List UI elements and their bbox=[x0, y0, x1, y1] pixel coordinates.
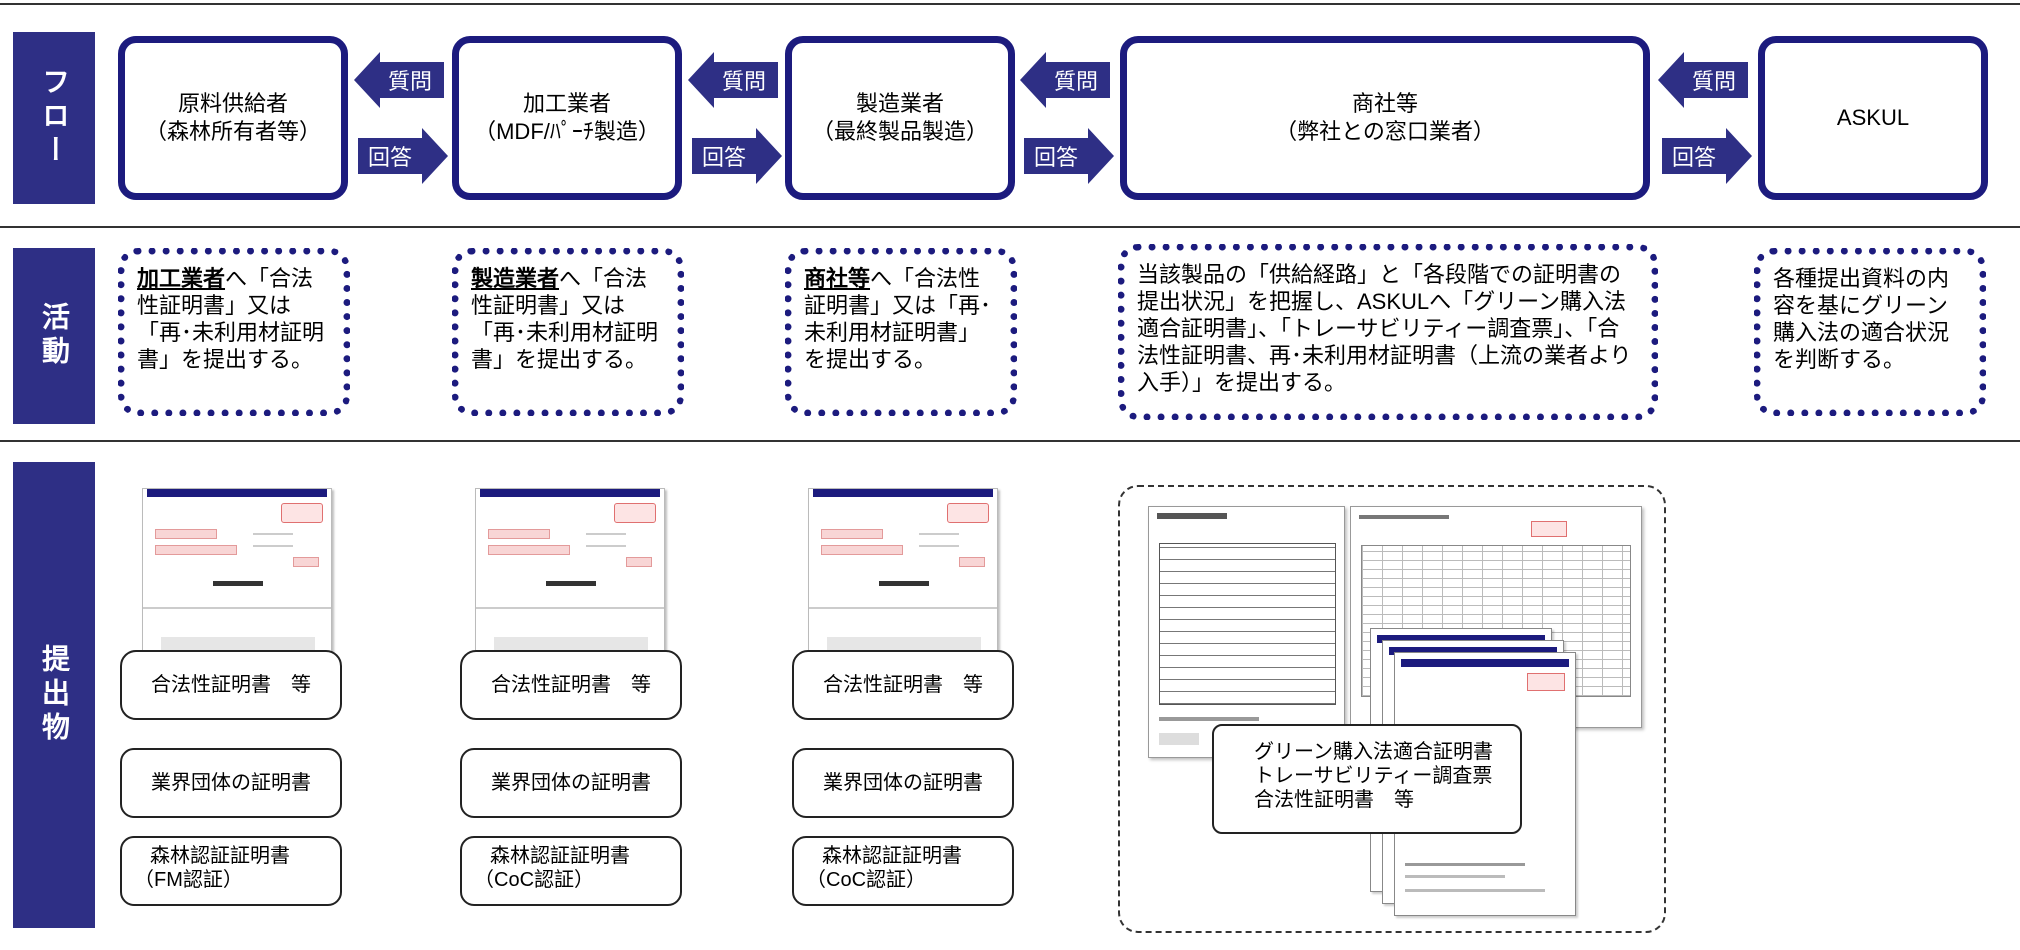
flow-box-trading-company: 商社等 （弊社との窓口業者） bbox=[1120, 36, 1650, 200]
question-label: 質問 bbox=[722, 69, 767, 94]
row-label-submission: 提出物 bbox=[13, 462, 95, 928]
question-label: 質問 bbox=[1692, 69, 1737, 94]
question-arrow-2: 質問 bbox=[688, 52, 778, 108]
divider-2 bbox=[0, 440, 2020, 442]
activity-target: 加工業者 bbox=[137, 266, 226, 291]
row-label-flow: フロー bbox=[13, 32, 95, 204]
trader-documents-callout: グリーン購入法適合証明書 トレーサビリティー調査票 合法性証明書 等 bbox=[1212, 724, 1522, 834]
answer-label: 回答 bbox=[1034, 145, 1079, 170]
question-label: 質問 bbox=[388, 69, 433, 94]
row-label-activity: 活動 bbox=[13, 248, 95, 424]
divider-1 bbox=[0, 226, 2020, 228]
legality-certificate-box-2: 合法性証明書 等 bbox=[460, 650, 682, 720]
legality-certificate-box-1: 合法性証明書 等 bbox=[120, 650, 342, 720]
flow-box-raw-material-supplier: 原料供給者 （森林所有者等） bbox=[118, 36, 348, 200]
answer-arrow-4: 回答 bbox=[1662, 128, 1752, 184]
answer-arrow-1: 回答 bbox=[358, 128, 448, 184]
question-arrow-4: 質問 bbox=[1658, 52, 1748, 108]
activity-target: 商社等 bbox=[804, 266, 871, 291]
activity-box-1: 加工業者へ「合法性証明書」又は「再･未利用材証明書」を提出する。 bbox=[118, 248, 350, 416]
certificate-thumbnail-3 bbox=[808, 488, 998, 658]
answer-arrow-3: 回答 bbox=[1024, 128, 1114, 184]
forest-certificate-box-3: 森林認証証明書 （CoC認証） bbox=[792, 836, 1014, 906]
activity-box-3: 商社等へ「合法性証明書」又は「再･未利用材証明書」を提出する。 bbox=[785, 248, 1017, 416]
green-purchase-certificate-thumbnail bbox=[1148, 506, 1345, 758]
answer-label: 回答 bbox=[1672, 145, 1717, 170]
trader-submission-group bbox=[1118, 485, 1666, 933]
flow-box-processor: 加工業者 （MDF/ﾊﾟｰﾁ製造） bbox=[452, 36, 682, 200]
activity-box-5: 各種提出資料の内容を基にグリーン購入法の適合状況を判断する。 bbox=[1754, 248, 1986, 416]
divider-top bbox=[0, 3, 2020, 5]
forest-certificate-box-2: 森林認証証明書 （CoC認証） bbox=[460, 836, 682, 906]
industry-certificate-box-1: 業界団体の証明書 bbox=[120, 748, 342, 818]
legality-certificate-box-3: 合法性証明書 等 bbox=[792, 650, 1014, 720]
activity-target: 製造業者 bbox=[471, 266, 560, 291]
flow-box-askul: ASKUL bbox=[1758, 36, 1988, 200]
certificate-thumbnail-2 bbox=[475, 488, 665, 658]
question-arrow-1: 質問 bbox=[354, 52, 444, 108]
answer-arrow-2: 回答 bbox=[692, 128, 782, 184]
forest-certificate-box-1: 森林認証証明書 （FM認証） bbox=[120, 836, 342, 906]
industry-certificate-box-3: 業界団体の証明書 bbox=[792, 748, 1014, 818]
answer-label: 回答 bbox=[702, 145, 747, 170]
activity-box-2: 製造業者へ「合法性証明書」又は「再･未利用材証明書」を提出する。 bbox=[452, 248, 684, 416]
question-arrow-3: 質問 bbox=[1020, 52, 1110, 108]
question-label: 質問 bbox=[1054, 69, 1099, 94]
activity-box-4: 当該製品の「供給経路」と「各段階での証明書の提出状況」を把握し、ASKULへ「グ… bbox=[1118, 244, 1658, 420]
flow-box-manufacturer: 製造業者 （最終製品製造） bbox=[785, 36, 1015, 200]
answer-label: 回答 bbox=[368, 145, 413, 170]
industry-certificate-box-2: 業界団体の証明書 bbox=[460, 748, 682, 818]
certificate-thumbnail-1 bbox=[142, 488, 332, 658]
